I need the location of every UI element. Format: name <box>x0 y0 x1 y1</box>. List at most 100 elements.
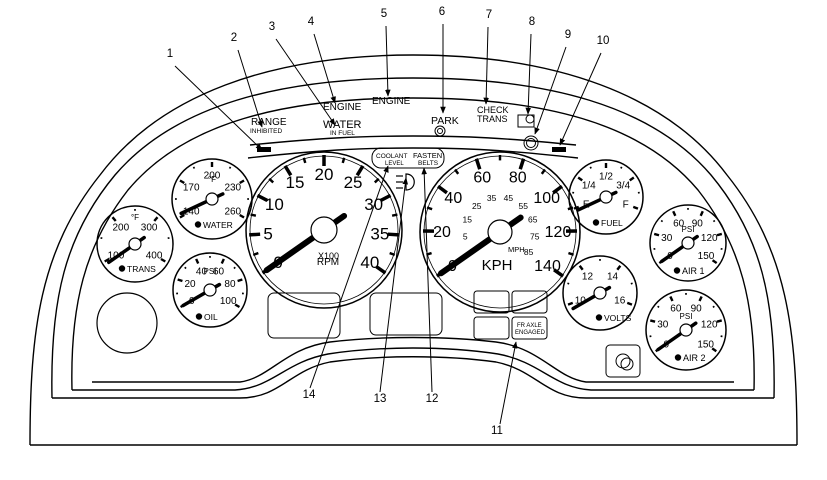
water-temp-gauge-rim <box>171 158 253 240</box>
air-1-pressure-gauge-tick-label: 150 <box>698 251 715 262</box>
speedometer-tick-label: 60 <box>473 169 491 186</box>
callout-line-5 <box>385 25 391 97</box>
speedometer-tick <box>437 184 448 195</box>
oil-pressure-gauge-label: OIL <box>204 312 218 322</box>
blank-round-window <box>96 292 158 354</box>
trans-temp-gauge-unit: °F <box>131 213 139 222</box>
air-1-pressure-gauge-tick <box>653 232 660 237</box>
callout-number-3: 3 <box>269 21 275 33</box>
callout-number-8: 8 <box>529 16 535 28</box>
check-trans-label: CHECK <box>477 105 509 115</box>
speedometer-tick-label: 100 <box>533 190 560 207</box>
callout-number-13: 13 <box>374 393 387 405</box>
range-indicator-lamp <box>257 147 271 152</box>
air-1-pressure-gauge-unit: PSI <box>682 225 695 234</box>
speedometer-mph-label: 75 <box>530 231 540 241</box>
air-1-pressure-gauge-tick <box>716 232 723 237</box>
speedometer-tick <box>540 168 546 175</box>
air-2-pressure-gauge-tick <box>657 305 660 309</box>
fuel-gauge-tick <box>629 176 635 182</box>
tachometer-tick-label: 25 <box>344 173 363 192</box>
air-1-pressure-gauge-tick <box>712 219 716 223</box>
speedometer-mph-label: 0 <box>469 247 474 257</box>
air-2-pressure-gauge-tick <box>716 319 723 323</box>
speedometer-mph-label: 15 <box>462 215 472 225</box>
trans-temp-gauge-tick <box>104 257 110 263</box>
headlight-icon <box>396 173 415 191</box>
air-1-pressure-gauge-hub <box>681 236 695 250</box>
air-2-pressure-gauge-unit: PSI <box>680 312 693 321</box>
callout-line-1 <box>174 65 263 151</box>
range-indicator-label: RANGE <box>251 117 287 128</box>
speedometer-tick <box>426 206 433 211</box>
voltmeter-gauge-tick-label: 10 <box>575 296 587 307</box>
oil-pressure-gauge-rim <box>172 252 248 328</box>
air-2-pressure-gauge-tick <box>669 295 674 302</box>
trans-temp-gauge-hub <box>128 237 142 251</box>
water-temp-gauge-tick-label: 230 <box>224 183 241 194</box>
speedometer-tick <box>454 168 460 175</box>
voltmeter-gauge-tick <box>567 282 570 285</box>
check-trans-icon <box>517 114 535 128</box>
speedometer-mph-label: 65 <box>528 215 538 225</box>
water-temp-gauge-tick-label: 140 <box>183 207 200 218</box>
callout-line-11 <box>499 341 518 425</box>
warning-indicators: RANGE INHIBITED WATER IN FUEL ENGINE ENG… <box>96 96 641 378</box>
oil-pressure-gauge: 020406080100OILPSI <box>172 252 248 328</box>
callout-line-13 <box>379 177 409 393</box>
air-1-pressure-gauge-tick-label: 120 <box>701 233 718 244</box>
tachometer-tick <box>379 193 392 203</box>
ignition-switch-icon <box>605 344 641 378</box>
air-1-pressure-gauge-tick <box>660 219 664 223</box>
fuel-gauge-tick-label: 1/4 <box>582 180 596 191</box>
air-2-pressure-gauge-rim <box>645 289 727 371</box>
air-2-pressure-gauge-tick-label: 30 <box>657 319 669 330</box>
fr-axle-sublabel: ENGAGED <box>515 330 546 336</box>
range-indicator-sublabel: INHIBITED <box>250 128 282 135</box>
fuel-gauge-tick-label: 3/4 <box>616 180 630 191</box>
tachometer-tick <box>389 251 396 257</box>
trans-temp-gauge-tick <box>153 216 159 222</box>
callout-number-9: 9 <box>565 29 571 41</box>
oil-pressure-gauge-tick <box>220 258 225 264</box>
trans-temp-gauge-dot <box>118 265 126 272</box>
callout-leader-lines <box>174 24 602 425</box>
speedometer-mph-label: 55 <box>519 201 529 211</box>
callout-number-10: 10 <box>597 35 610 47</box>
callout-number-1: 1 <box>167 48 173 60</box>
oil-pressure-gauge-tick-label: 40 <box>196 266 208 277</box>
callout-number-7: 7 <box>486 9 492 21</box>
air-1-pressure-gauge-tick-label: 60 <box>673 219 685 230</box>
abs-icon <box>523 135 539 151</box>
oil-pressure-gauge-tick <box>237 278 243 283</box>
voltmeter-gauge-tick-label: 12 <box>582 272 594 283</box>
tachometer-tick-label: 15 <box>285 173 304 192</box>
cluster-bezel <box>29 54 798 446</box>
speedometer-tick-label: 80 <box>509 169 527 186</box>
fasten-belts-label: FASTEN <box>413 151 442 160</box>
voltmeter-gauge-rim <box>562 255 638 331</box>
voltmeter-gauge-tick <box>626 301 633 306</box>
trans-temp-gauge-tick-label: 300 <box>141 223 158 234</box>
oil-pressure-gauge-tick-label: 80 <box>224 279 236 290</box>
air-1-pressure-gauge-tick <box>699 210 704 217</box>
fuel-gauge-label: FUEL <box>601 218 623 228</box>
callout-line-14 <box>309 165 389 389</box>
air-2-pressure-gauge-tick <box>649 319 656 323</box>
speedometer-mph-unit: MPH <box>508 245 525 254</box>
air-2-pressure-gauge-tick <box>711 347 717 353</box>
tachometer-tick <box>387 232 399 237</box>
coolant-level-sublabel: LEVEL <box>385 161 404 167</box>
tachometer-tick <box>250 213 257 217</box>
air-1-pressure-gauge-tick <box>672 210 677 217</box>
coolant-level-label: COOLANT <box>376 153 407 160</box>
air-1-pressure-gauge-rim <box>649 204 727 282</box>
water-temp-gauge-dot <box>194 221 202 228</box>
fuel-gauge-dot <box>592 219 600 226</box>
speedometer-rim <box>419 151 581 313</box>
voltmeter-gauge-label: VOLTS <box>604 313 632 323</box>
tachometer-tick <box>373 177 380 184</box>
